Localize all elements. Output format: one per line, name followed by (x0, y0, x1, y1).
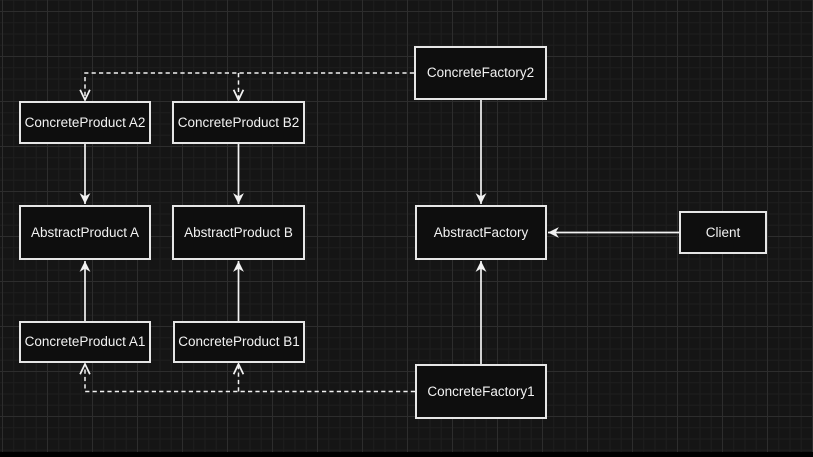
node-label: ConcreteFactory1 (427, 383, 535, 399)
bottom-edge-strip (0, 452, 813, 457)
node-label: AbstractFactory (433, 224, 529, 240)
edge-concrete-factory2-to-concrete-product-a2[interactable] (85, 72, 414, 100)
node-client[interactable]: Client (679, 211, 767, 254)
node-concrete-product-a1[interactable]: ConcreteProduct A1 (19, 321, 151, 363)
node-label: ConcreteProduct B2 (177, 114, 300, 130)
node-concrete-factory1[interactable]: ConcreteFactory1 (415, 364, 547, 419)
node-concrete-product-b2[interactable]: ConcreteProduct B2 (172, 101, 305, 144)
node-label: Client (705, 224, 741, 240)
node-label: ConcreteProduct B1 (178, 334, 300, 350)
node-abstract-product-a[interactable]: AbstractProduct A (19, 205, 151, 260)
node-concrete-product-b1[interactable]: ConcreteProduct B1 (173, 321, 305, 363)
node-label: ConcreteProduct A1 (24, 334, 146, 350)
node-label: ConcreteProduct A2 (24, 114, 146, 130)
node-label: AbstractProduct A (30, 224, 140, 240)
edge-concrete-factory1-to-concrete-product-a1[interactable] (85, 364, 415, 393)
node-abstract-factory[interactable]: AbstractFactory (415, 205, 547, 260)
node-concrete-factory2[interactable]: ConcreteFactory2 (414, 46, 547, 100)
node-label: AbstractProduct B (184, 224, 293, 240)
node-label: ConcreteFactory2 (426, 65, 535, 81)
node-abstract-product-b[interactable]: AbstractProduct B (172, 205, 305, 260)
node-concrete-product-a2[interactable]: ConcreteProduct A2 (19, 101, 151, 144)
